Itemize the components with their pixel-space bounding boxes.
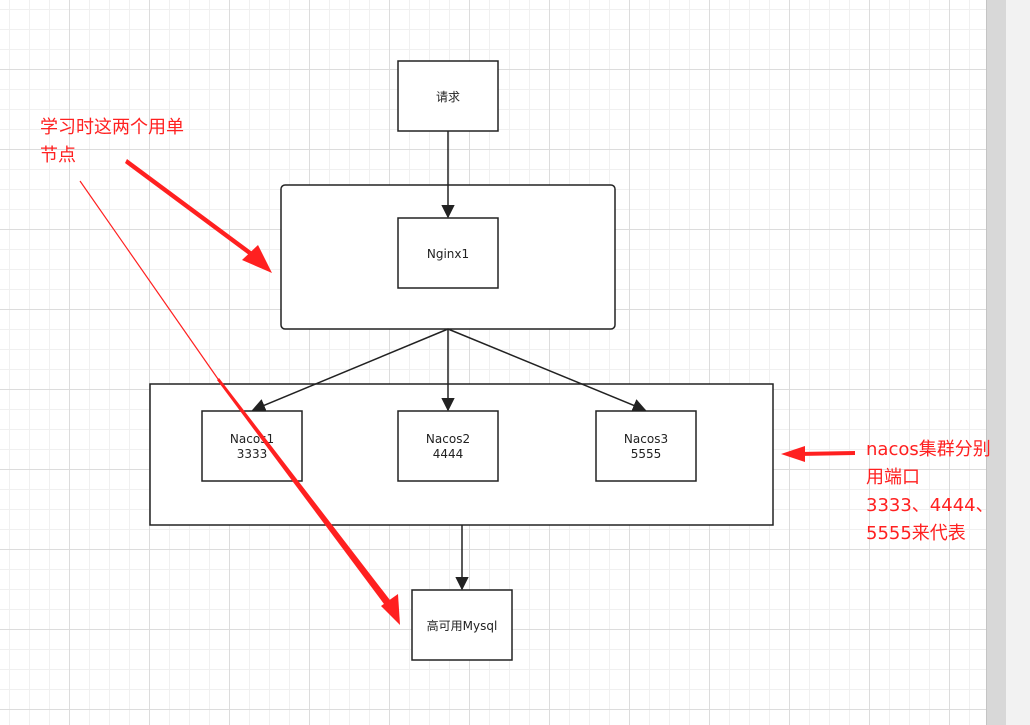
left-note-line-1: 学习时这两个用单 [40, 117, 184, 138]
request-label: 请求 [436, 90, 460, 104]
nginx-label: Nginx1 [427, 247, 469, 261]
right-note-line-1: nacos集群分别 [866, 439, 991, 460]
red-arrow-to-mysql [79, 180, 400, 625]
edge-nginx-nacos3 [447, 328, 647, 412]
request-node[interactable]: 请求 [397, 60, 499, 132]
right-note-line-4: 5555来代表 [866, 523, 966, 544]
mysql-node[interactable]: 高可用Mysql [411, 589, 513, 661]
scroll-track [1006, 0, 1030, 725]
red-arrow-to-nginx [125, 159, 272, 273]
nacos3-node[interactable]: Nacos3 5555 [595, 410, 697, 482]
nacos1-port: 3333 [237, 447, 268, 461]
right-note-line-3: 3333、4444、 [866, 495, 994, 516]
nacos3-name: Nacos3 [624, 432, 668, 446]
nacos3-port: 5555 [631, 447, 662, 461]
right-note-line-2: 用端口 [866, 467, 920, 488]
mysql-label: 高可用Mysql [427, 618, 498, 633]
vertical-scrollbar[interactable] [986, 0, 1006, 725]
nacos2-node[interactable]: Nacos2 4444 [397, 410, 499, 482]
left-note-line-2: 节点 [40, 145, 76, 166]
red-arrow-to-cluster [781, 446, 855, 462]
edge-nginx-nacos1 [251, 328, 449, 412]
nacos2-name: Nacos2 [426, 432, 470, 446]
nginx-node[interactable]: Nginx1 [397, 217, 499, 289]
nacos2-port: 4444 [433, 447, 464, 461]
